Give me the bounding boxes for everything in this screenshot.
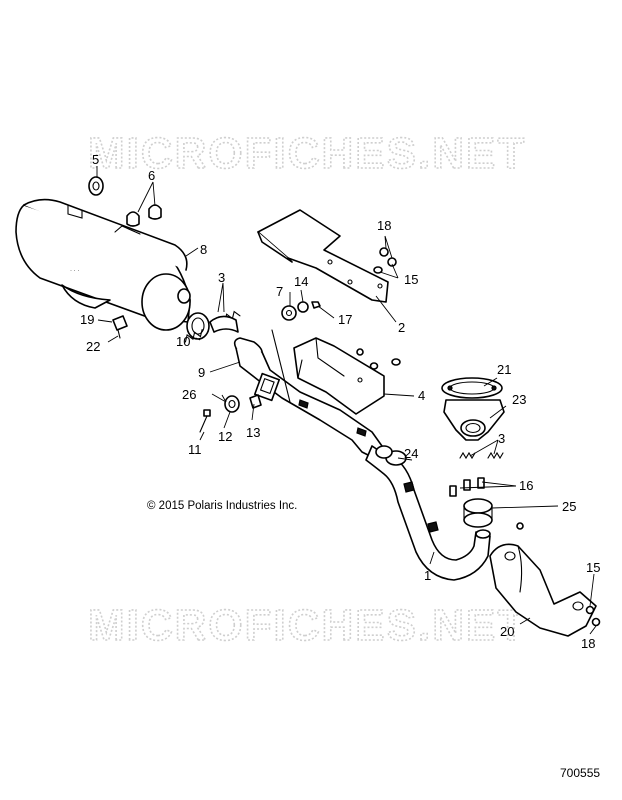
callout-15-top: 15 (404, 272, 418, 287)
springs-part-3-lower (459, 451, 504, 460)
callout-26: 26 (182, 387, 196, 402)
gasket-part-25 (463, 498, 493, 528)
watermark-top: MICROFICHES.NET (88, 129, 526, 178)
isolators-part-6 (126, 204, 162, 227)
fasteners-15-18-bottom (516, 522, 601, 627)
callout-24: 24 (404, 446, 418, 461)
copyright-notice: © 2015 Polaris Industries Inc. (147, 500, 297, 512)
callout-12: 12 (218, 429, 232, 444)
callout-3-lower: 3 (498, 431, 505, 446)
callout-9: 9 (198, 365, 205, 380)
flange-part-23 (443, 399, 505, 441)
head-pipe-part-1 (365, 445, 491, 581)
callout-17: 17 (338, 312, 352, 327)
hardware-11-12-13-26 (199, 394, 262, 433)
callout-14: 14 (294, 274, 308, 289)
callout-6: 6 (148, 168, 155, 183)
callout-4: 4 (418, 388, 425, 403)
callout-20: 20 (500, 624, 514, 639)
callout-8: 8 (200, 242, 207, 257)
heat-shield-part-20 (489, 543, 597, 637)
leader-lines (96, 166, 597, 635)
callout-11: 11 (188, 442, 202, 457)
fasteners-18-15-top (373, 247, 397, 274)
callout-18-bottom: 18 (581, 636, 595, 651)
grommet-part-5 (88, 176, 104, 196)
heat-shield-part-4 (293, 337, 385, 415)
fasteners-part-4 (356, 348, 401, 370)
callout-21: 21 (497, 362, 511, 377)
gasket-part-21 (441, 377, 503, 399)
callout-25: 25 (562, 499, 576, 514)
callout-16: 16 (519, 478, 533, 493)
callout-2: 2 (398, 320, 405, 335)
callout-3-upper: 3 (218, 270, 225, 285)
mid-pipe-part-9 (209, 315, 383, 459)
callout-22: 22 (86, 339, 100, 354)
callout-23: 23 (512, 392, 526, 407)
callout-15-bottom: 15 (586, 560, 600, 575)
svg-text:· · ·: · · · (70, 268, 79, 274)
callout-13: 13 (246, 425, 260, 440)
callout-7: 7 (276, 284, 283, 299)
part-19-22 (112, 315, 128, 339)
watermark-bottom: MICROFICHES.NET (88, 601, 526, 650)
washers-part-7-14 (281, 301, 321, 321)
heat-shield-part-2 (257, 209, 389, 303)
muffler-part-8: · · · (15, 198, 191, 331)
callout-5: 5 (92, 152, 99, 167)
callout-18-top: 18 (377, 218, 391, 233)
callout-10: 10 (176, 334, 190, 349)
callout-19: 19 (80, 312, 94, 327)
callout-1: 1 (424, 568, 431, 583)
studs-part-16 (449, 477, 485, 497)
callout-labels: 5 6 8 3 7 14 17 18 15 2 4 19 22 10 9 26 … (80, 152, 600, 651)
figure-number: 700555 (560, 766, 600, 780)
